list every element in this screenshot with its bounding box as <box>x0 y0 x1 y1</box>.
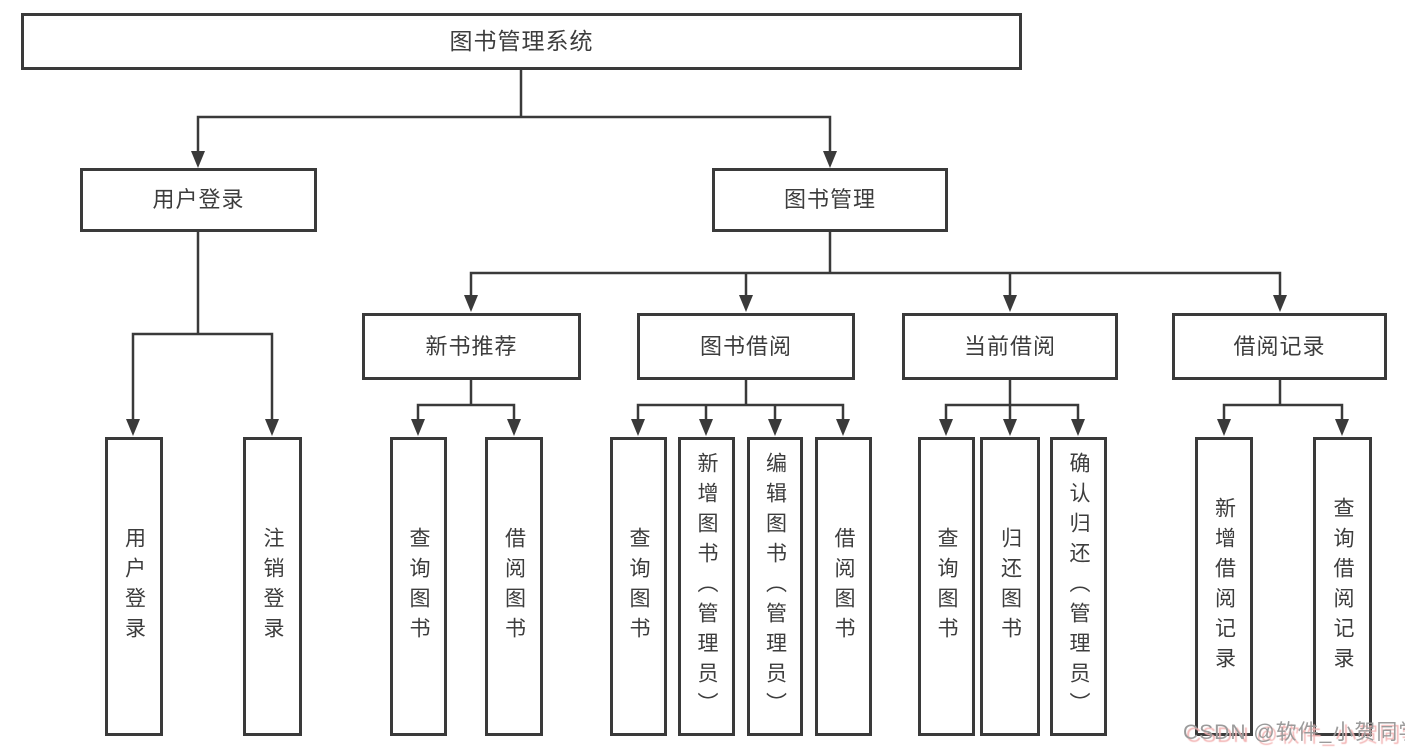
node-label: 当前借阅 <box>963 333 1056 359</box>
connector-root <box>196 68 832 156</box>
connector-user-login <box>131 230 274 423</box>
node-label: 查询借阅记录 <box>1331 496 1354 677</box>
leaf-add-books-admin: 新增图书（管理员） <box>678 437 735 736</box>
watermark: CSDN @软件_小贺同学 <box>1183 721 1405 744</box>
node-label: 借阅图书 <box>832 526 855 647</box>
arrowheads <box>126 151 1349 436</box>
node-label: 图书管理系统 <box>449 28 594 54</box>
node-label: 查询图书 <box>935 526 958 647</box>
leaf-add-borrow-record: 新增借阅记录 <box>1195 437 1253 736</box>
node-book-borrow: 图书借阅 <box>637 313 855 380</box>
connector-new-book <box>416 378 516 423</box>
node-label: 用户登录 <box>122 526 146 647</box>
node-label: 注销登录 <box>261 526 284 647</box>
connector-book-management <box>469 230 1282 299</box>
leaf-return-books: 归还图书 <box>980 437 1040 736</box>
node-label: 查询图书 <box>627 526 650 647</box>
node-label: 确认归还（管理员） <box>1067 451 1090 722</box>
node-label: 查询图书 <box>407 526 430 647</box>
leaf-borrow-books-recommend: 借阅图书 <box>485 437 543 736</box>
node-label: 归还图书 <box>998 526 1022 647</box>
node-system-root: 图书管理系统 <box>21 13 1022 70</box>
connector-current-borrow <box>944 378 1080 423</box>
leaf-query-books-borrow: 查询图书 <box>610 437 667 736</box>
node-label: 新增图书（管理员） <box>695 451 718 722</box>
leaf-user-login: 用户登录 <box>105 437 163 736</box>
leaf-query-borrow-record: 查询借阅记录 <box>1313 437 1372 736</box>
node-label: 编辑图书（管理员） <box>763 451 787 722</box>
leaf-logout: 注销登录 <box>243 437 302 736</box>
connector-book-borrow <box>636 378 845 423</box>
connector-borrow-record <box>1222 378 1344 423</box>
node-user-login: 用户登录 <box>80 168 317 232</box>
leaf-query-books-current: 查询图书 <box>918 437 975 736</box>
node-label: 借阅图书 <box>502 526 526 647</box>
node-label: 新书推荐 <box>425 333 518 359</box>
leaf-confirm-return-admin: 确认归还（管理员） <box>1050 437 1107 736</box>
node-current-borrow: 当前借阅 <box>902 313 1118 380</box>
node-new-book-recommend: 新书推荐 <box>362 313 581 380</box>
leaf-borrow-books: 借阅图书 <box>815 437 872 736</box>
node-label: 借阅记录 <box>1233 333 1326 359</box>
node-label: 图书管理 <box>783 187 876 212</box>
node-book-management: 图书管理 <box>712 168 948 232</box>
leaf-query-books-recommend: 查询图书 <box>390 437 447 736</box>
node-label: 用户登录 <box>152 187 245 212</box>
node-label: 新增借阅记录 <box>1212 496 1236 677</box>
node-label: 图书借阅 <box>699 333 792 359</box>
node-borrow-record: 借阅记录 <box>1172 313 1387 380</box>
leaf-edit-books-admin: 编辑图书（管理员） <box>747 437 803 736</box>
